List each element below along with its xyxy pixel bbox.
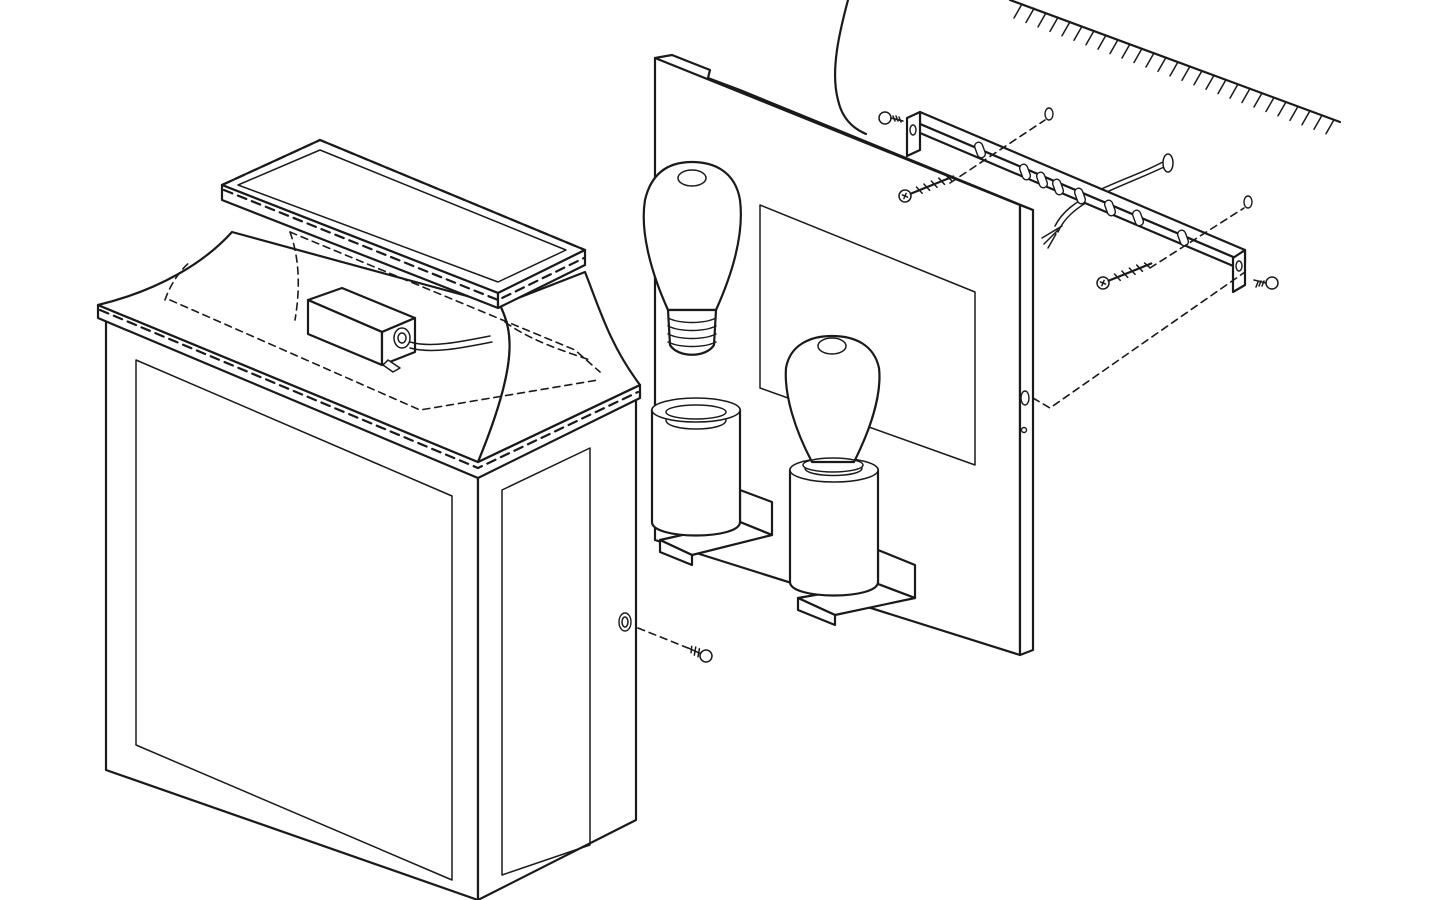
ceiling-wall — [1008, 0, 1342, 135]
lamp-holder-right — [788, 457, 917, 627]
bracket-screws — [878, 111, 1279, 290]
lamp-holder-left — [650, 397, 774, 567]
driver-box — [306, 286, 493, 373]
led-bulb-right — [784, 334, 881, 477]
housing-screw — [637, 627, 713, 663]
led-bulb-left — [642, 160, 742, 356]
lantern-housing — [96, 138, 642, 900]
alignment-line — [1032, 271, 1246, 409]
wall-screws — [898, 107, 1253, 290]
